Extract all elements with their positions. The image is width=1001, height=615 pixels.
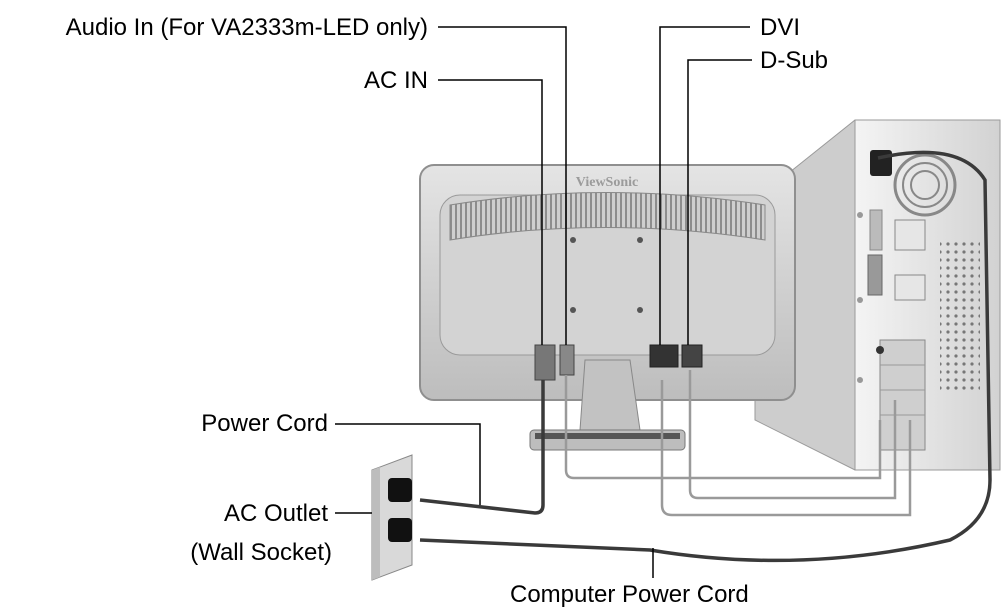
- computer-tower: [754, 119, 1001, 471]
- label-d-sub: D-Sub: [760, 47, 829, 74]
- monitor: ViewSonic: [419, 164, 796, 451]
- label-dvi: DVI: [760, 14, 801, 41]
- label-wall-socket: (Wall Socket): [190, 539, 332, 566]
- label-power-cord: Power Cord: [201, 410, 328, 437]
- label-ac-outlet: AC Outlet: [223, 500, 328, 527]
- label-ac-in: AC IN: [363, 67, 428, 94]
- monitor-brand-logo: ViewSonic: [576, 175, 638, 190]
- signal-cables: [564, 370, 912, 517]
- label-computer-power-cord: Computer Power Cord: [510, 581, 749, 608]
- ac-outlet-illustration: [371, 454, 413, 581]
- label-audio-in: Audio In (For VA2333m-LED only): [65, 14, 428, 41]
- power-cables: [419, 150, 992, 563]
- leader-lines: [335, 26, 752, 578]
